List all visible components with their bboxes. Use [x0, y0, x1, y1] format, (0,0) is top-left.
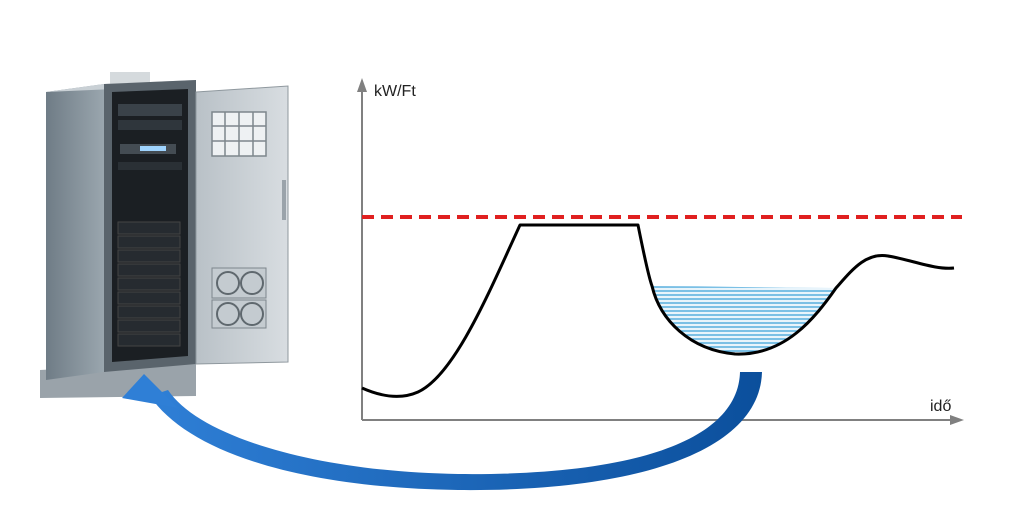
- y-axis-arrowhead: [357, 78, 367, 92]
- battery-module: [117, 277, 181, 291]
- battery-module: [117, 305, 181, 319]
- battery-module: [117, 249, 181, 263]
- x-axis-label: idő: [930, 398, 951, 415]
- equipment-unit: [118, 120, 182, 130]
- transfer-arrow-body: [150, 372, 762, 491]
- battery-module: [117, 291, 181, 305]
- load-chart: kW/Ft idő: [357, 78, 964, 425]
- cabinet-side-panel: [46, 84, 104, 380]
- battery-module: [117, 235, 181, 249]
- y-axis-label: kW/Ft: [374, 83, 416, 100]
- equipment-unit: [118, 104, 182, 116]
- equipment-unit: [118, 162, 182, 170]
- battery-module: [117, 333, 181, 347]
- x-axis-arrowhead: [950, 415, 964, 425]
- transfer-arrow-head: [122, 374, 178, 408]
- controller-screen: [140, 146, 166, 151]
- load-curve: [361, 223, 955, 398]
- cabinet-top-handle: [110, 72, 150, 84]
- battery-module-stack: [117, 221, 181, 347]
- door-fan-icon: [211, 267, 267, 329]
- door-handle: [282, 180, 286, 220]
- curved-transfer-arrow-icon: [122, 372, 762, 491]
- door-vent-grille: [211, 111, 267, 157]
- battery-storage-cabinet-icon: [40, 72, 289, 398]
- battery-module: [117, 263, 181, 277]
- battery-module: [117, 319, 181, 333]
- battery-module: [117, 221, 181, 235]
